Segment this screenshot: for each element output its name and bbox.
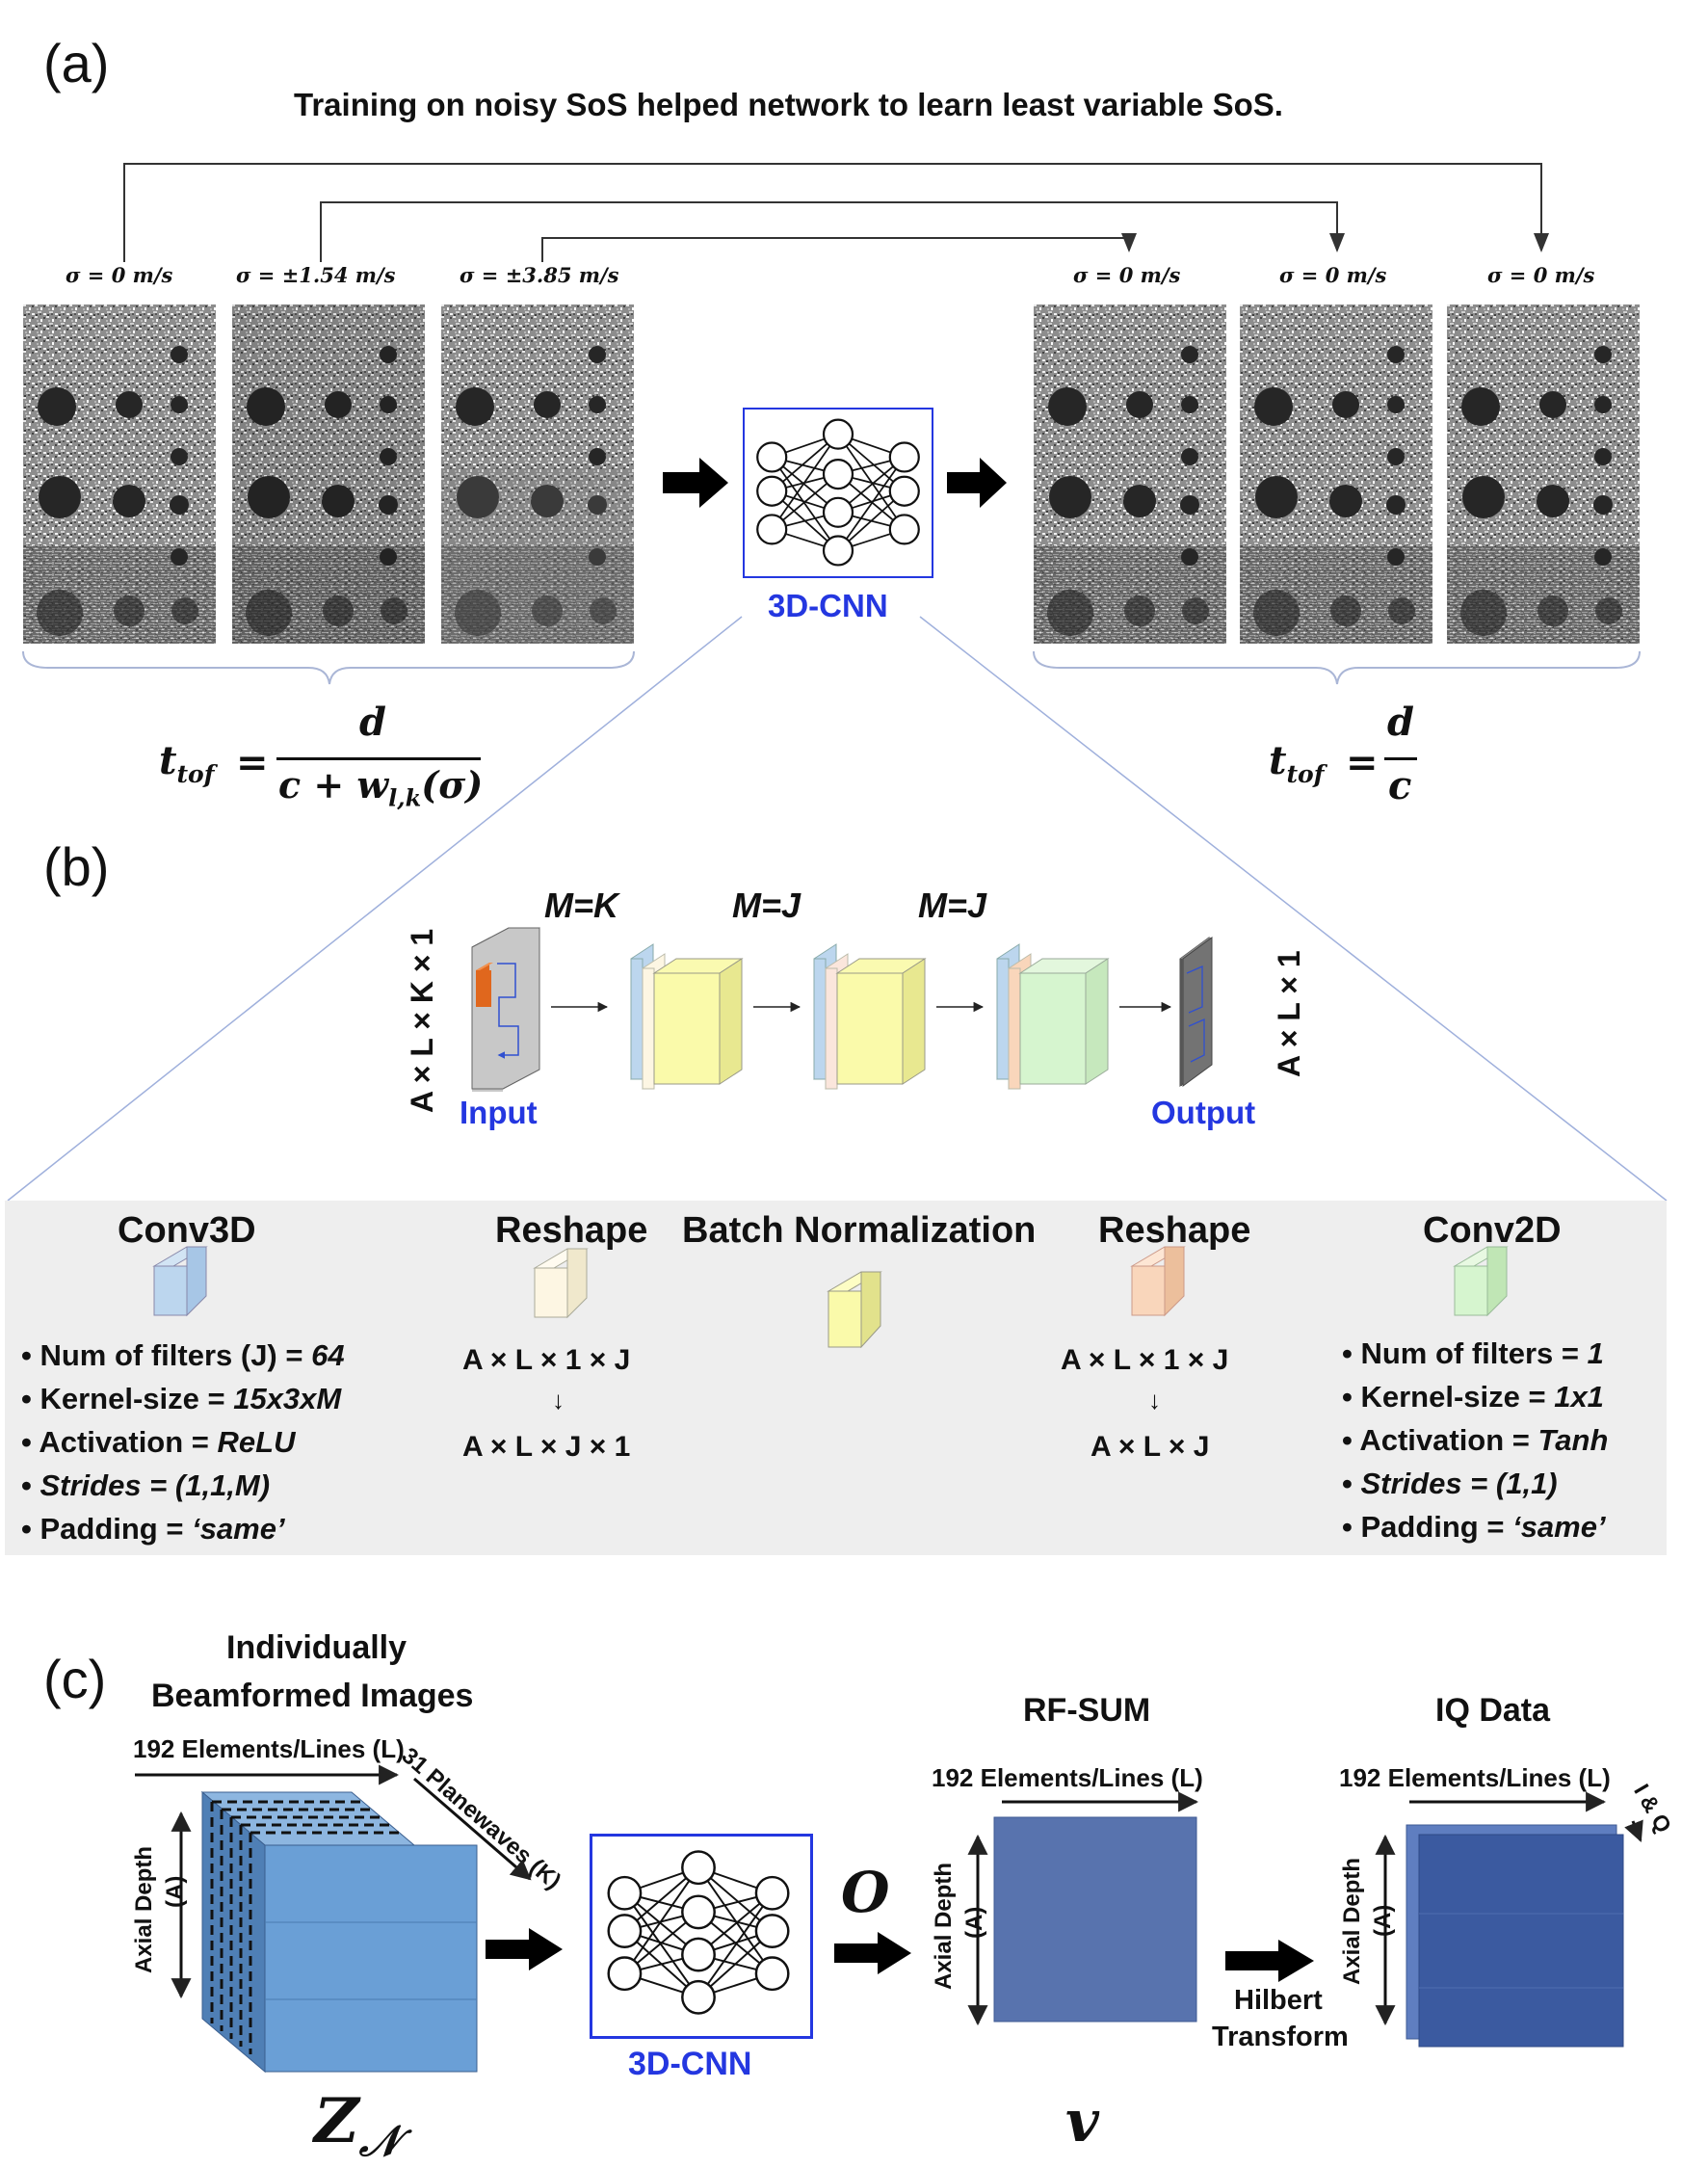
rf-sum-block xyxy=(967,1791,1199,2026)
architecture-pipeline xyxy=(471,927,1213,1092)
arrow-hilbert xyxy=(1225,1940,1314,1982)
layer-legend xyxy=(5,1201,1667,1555)
sigma-input-3: σ = ±3.85 m/s xyxy=(460,263,619,287)
legend-conv2d-list: • Num of filters = 1 • Kernel-size = 1x1… xyxy=(1342,1336,1609,1544)
legend-reshape2-arrow: ↓ xyxy=(1148,1386,1161,1414)
phantom-image-input-2 xyxy=(232,304,425,644)
panel-a-title: Training on noisy SoS helped network to … xyxy=(294,87,1283,122)
legend-reshape1-swatch xyxy=(533,1248,589,1319)
iq-lines-label: 192 Elements/Lines (L) xyxy=(1339,1763,1611,1792)
stack-title-1: Individually xyxy=(226,1629,407,1666)
legend-reshape2-swatch xyxy=(1130,1246,1186,1317)
z-symbol: Z𝒩 xyxy=(314,2085,400,2166)
neural-network-icon-c xyxy=(607,1850,790,2015)
formula-left-lhs: ttof xyxy=(159,738,215,788)
block-1 xyxy=(630,943,744,1090)
rf-lines-label: 192 Elements/Lines (L) xyxy=(932,1763,1203,1792)
output-label: Output xyxy=(1151,1095,1256,1130)
legend-reshape2-from: A × L × 1 × J xyxy=(1061,1344,1229,1376)
stack-title-2: Beamformed Images xyxy=(151,1678,474,1714)
v-symbol: v xyxy=(1065,2088,1099,2155)
m-label-1: M=K xyxy=(544,886,619,925)
stack-axial-label: Axial Depth xyxy=(131,1845,157,1973)
braces xyxy=(22,650,1641,685)
m-label-3: M=J xyxy=(918,886,987,925)
input-label: Input xyxy=(460,1095,538,1130)
beamformed-stack xyxy=(135,1764,532,2074)
network-box-c xyxy=(590,1834,813,2039)
panel-label-a: (a) xyxy=(43,33,110,93)
arrow-network-to-rf xyxy=(834,1932,911,1974)
legend-conv2d-swatch xyxy=(1453,1246,1509,1317)
stack-axial-unit: (A) xyxy=(162,1875,188,1908)
sigma-input-2: σ = ±1.54 m/s xyxy=(236,263,396,287)
rf-axial-unit: (A) xyxy=(961,1906,987,1939)
rf-axial-label: Axial Depth xyxy=(931,1862,957,1990)
legend-conv3d-swatch xyxy=(152,1246,208,1317)
hilbert-label-1: Hilbert xyxy=(1234,1985,1323,2016)
iq-title: IQ Data xyxy=(1435,1692,1551,1729)
sigma-input-1: σ = 0 m/s xyxy=(66,263,173,287)
panel-label-c: (c) xyxy=(43,1649,107,1709)
block-3 xyxy=(996,943,1110,1090)
iq-axial-label: Axial Depth xyxy=(1339,1857,1365,1985)
input-dims: A × L × K × 1 xyxy=(405,928,439,1113)
formula-left: ttof = d c + wl,k(σ) xyxy=(159,700,484,812)
legend-batchnorm-title: Batch Normalization xyxy=(682,1210,1037,1251)
legend-reshape2-title: Reshape xyxy=(1098,1210,1251,1251)
zoom-lines xyxy=(7,616,1668,1202)
legend-reshape1-from: A × L × 1 × J xyxy=(462,1344,631,1376)
iq-axial-unit: (A) xyxy=(1370,1904,1396,1937)
m-label-2: M=J xyxy=(732,886,801,925)
stack-lines-label: 192 Elements/Lines (L) xyxy=(133,1734,405,1763)
sigma-output-1: σ = 0 m/s xyxy=(1073,263,1181,287)
formula-right: ttof = d c xyxy=(1269,703,1442,809)
legend-reshape1-arrow: ↓ xyxy=(552,1386,565,1414)
legend-reshape1-title: Reshape xyxy=(495,1210,648,1251)
arrow-from-network xyxy=(947,458,1007,508)
phantom-image-input-3 xyxy=(441,304,634,644)
arrow-to-network xyxy=(663,458,728,508)
iq-block xyxy=(1375,1791,1643,2048)
legend-reshape1-to: A × L × J × 1 xyxy=(462,1431,631,1463)
network-label-c: 3D-CNN xyxy=(628,2046,752,2082)
network-box-a xyxy=(743,408,933,578)
sigma-output-3: σ = 0 m/s xyxy=(1487,263,1595,287)
rf-title: RF-SUM xyxy=(1023,1692,1151,1729)
legend-conv2d-title: Conv2D xyxy=(1423,1210,1562,1251)
o-symbol: O xyxy=(841,1860,890,1925)
connector-brackets xyxy=(123,163,1549,262)
input-volume xyxy=(471,927,540,1092)
network-label-a: 3D-CNN xyxy=(768,588,888,623)
hilbert-label-2: Transform xyxy=(1212,2022,1349,2052)
legend-conv3d-list: • Num of filters (J) = 64 • Kernel-size … xyxy=(21,1338,345,1546)
legend-batchnorm-swatch xyxy=(827,1271,882,1349)
sigma-output-2: σ = 0 m/s xyxy=(1279,263,1387,287)
block-2 xyxy=(813,943,927,1090)
legend-conv3d-title: Conv3D xyxy=(118,1210,256,1251)
output-plane xyxy=(1179,937,1213,1088)
arrow-stack-to-network xyxy=(486,1928,563,1970)
panel-label-b: (b) xyxy=(43,836,110,897)
legend-reshape2-to: A × L × J xyxy=(1090,1431,1210,1463)
